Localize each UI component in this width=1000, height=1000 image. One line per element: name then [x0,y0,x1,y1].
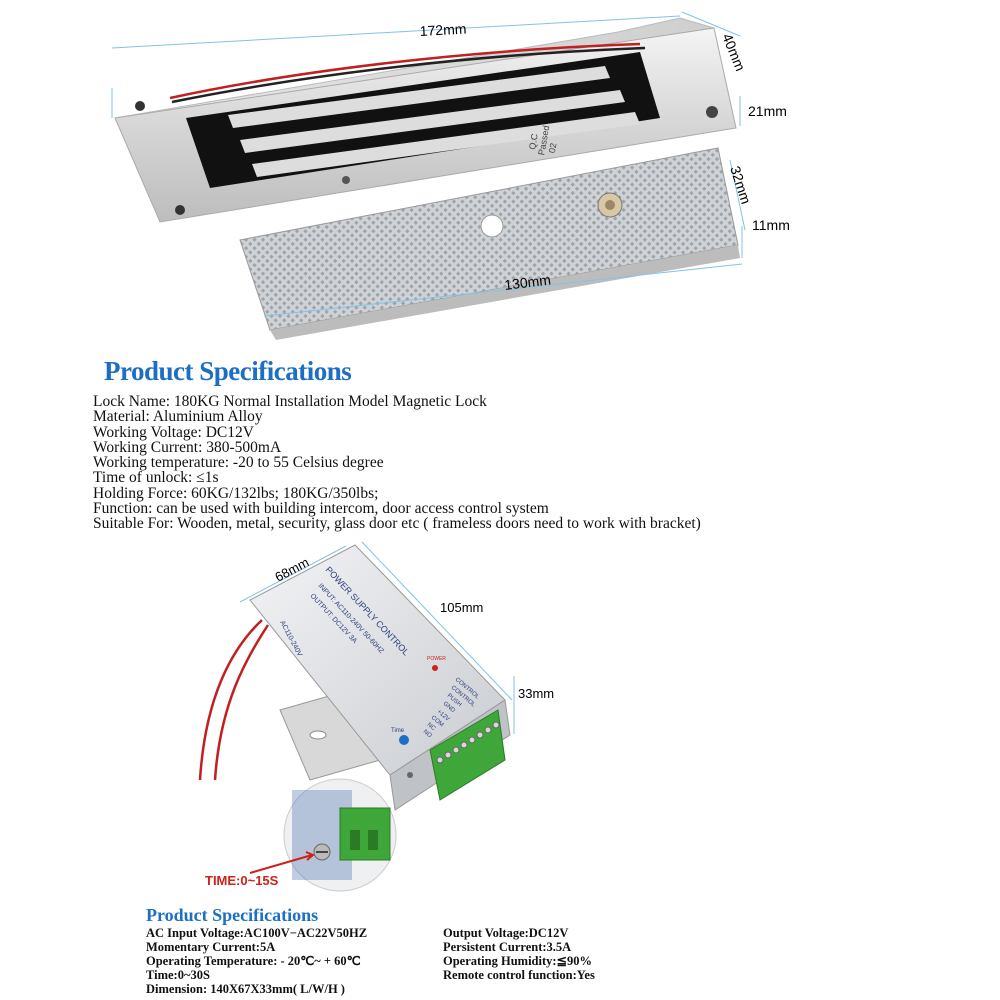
terminal-7: NO [422,729,433,740]
spec-item: Working temperature: -20 to 55 Celsius d… [93,454,384,472]
psu-time-label: Time [391,728,405,734]
psu-length-label: 105mm [440,600,483,615]
timer-inset [249,778,397,892]
table-row: Operating Temperature: - 20℃~ + 60℃ Oper… [146,954,846,968]
spec-item: Lock Name: 180KG Normal Installation Mod… [93,393,487,410]
spec-item: Material: Aluminium Alloy [93,408,263,426]
spec-cell: Momentary Current:5A [146,940,276,954]
spec-cell: Operating Humidity:≦90% [443,954,593,968]
spec-cell [443,982,843,996]
lock-height-label: 21mm [748,103,787,119]
spec-item: Working Current: 380-500mA [93,438,282,456]
spec-cell: Remote control function:Yes [443,968,595,982]
spec-cell: Output Voltage:DC12V [443,926,569,940]
plate-height-label: 11mm [752,217,790,233]
plate-length-label: 130mm [503,271,551,293]
qc-line3: 02 [547,142,559,154]
psu-specifications-heading: Product Specifications [146,905,319,925]
lock-spec-list: Lock Name: 180KG Normal Installation Mod… [93,394,990,532]
product-specifications-heading: Product Specifications [104,356,352,386]
power-supply-unit [198,544,511,811]
timer-callout: TIME:0~15S [205,873,279,888]
spec-item: Working Voltage: DC12V [93,423,254,441]
spec-cell: Persistent Current:3.5A [443,940,572,954]
psu-power-label: POWER [427,656,446,662]
magnetic-lock-body [114,17,737,223]
spec-item: Holding Force: 60KG/132lbs; 180KG/350lbs… [93,484,379,502]
qc-line1: Q.C [527,132,540,150]
spec-cell: Operating Temperature: - 20℃~ + 60℃ [146,954,361,968]
dimension-lines [111,11,746,317]
spec-item: Time of unlock: ≤1s [93,469,219,487]
lock-width-label: 40mm [719,31,748,73]
armature-plate [239,147,740,340]
table-row: Dimension: 140X67X33mm( L/W/H ) [146,982,846,996]
psu-spec-table: AC Input Voltage:AC100V−AC22V50HZ Output… [146,926,846,996]
psu-dimension-lines [239,541,515,734]
spec-cell: Dimension: 140X67X33mm( L/W/H ) [146,982,345,996]
spec-cell: Time:0~30S [146,968,210,982]
plate-width-label: 32mm [727,164,754,206]
spec-item: Function: can be used with building inte… [93,500,549,518]
psu-height-label: 33mm [518,686,554,701]
table-row: Momentary Current:5A Persistent Current:… [146,940,846,954]
terminal-6: NC [426,722,437,733]
spec-cell: AC Input Voltage:AC100V−AC22V50HZ [146,926,368,940]
qc-sticker: Q.C Passed 02 [527,125,559,156]
table-row: AC Input Voltage:AC100V−AC22V50HZ Output… [146,926,846,940]
lock-length-label: 172mm [419,21,466,39]
table-row: Time:0~30S Remote control function:Yes [146,968,846,982]
spec-item: Suitable For: Wooden, metal, security, g… [93,515,701,533]
